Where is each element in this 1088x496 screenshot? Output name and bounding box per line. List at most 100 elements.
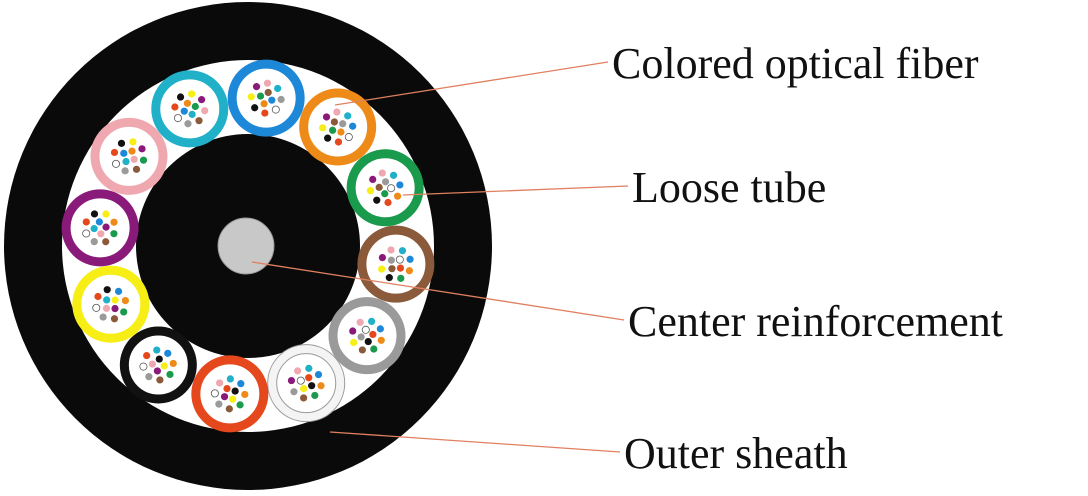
optical-fiber xyxy=(128,147,136,155)
optical-fiber xyxy=(358,346,366,354)
optical-fiber xyxy=(220,393,229,401)
optical-fiber xyxy=(300,384,308,393)
optical-fiber xyxy=(139,156,148,164)
optical-fiber xyxy=(344,133,353,142)
optical-fiber xyxy=(387,184,396,193)
optical-fiber xyxy=(97,230,105,238)
optical-fiber xyxy=(112,159,121,168)
optical-fiber xyxy=(130,155,138,163)
optical-fiber xyxy=(120,308,128,316)
optical-fiber xyxy=(405,267,413,275)
loose-tube xyxy=(267,344,345,422)
label-outer-sheath: Outer sheath xyxy=(624,429,848,478)
optical-fiber xyxy=(143,351,151,360)
optical-fiber xyxy=(378,169,386,177)
grey-tube xyxy=(328,297,406,375)
optical-fiber xyxy=(384,198,392,207)
optical-fiber xyxy=(110,230,118,238)
optical-fiber xyxy=(237,380,245,388)
tube-outline xyxy=(276,353,337,414)
optical-fiber xyxy=(344,112,352,120)
loose-tube xyxy=(61,189,139,267)
optical-fiber xyxy=(349,327,357,335)
optical-fiber xyxy=(210,389,219,398)
optical-fiber xyxy=(290,388,298,396)
optical-fiber xyxy=(201,107,209,115)
optical-fiber xyxy=(271,105,280,114)
loose-tube xyxy=(72,265,150,343)
optical-fiber xyxy=(406,255,414,263)
optical-fiber xyxy=(263,79,272,87)
optical-fiber xyxy=(389,171,398,179)
optical-fiber xyxy=(216,379,224,387)
optical-fiber xyxy=(252,83,261,91)
loose-tube xyxy=(119,326,197,404)
optical-fiber xyxy=(110,148,119,157)
optical-fiber xyxy=(256,92,265,100)
optical-fiber xyxy=(369,175,377,183)
optical-fiber xyxy=(191,102,199,111)
optical-fiber xyxy=(368,317,376,326)
optical-fiber xyxy=(333,108,341,116)
optical-fiber xyxy=(173,114,182,123)
optical-fiber xyxy=(155,355,163,363)
loose-tube xyxy=(90,117,168,195)
leader-line-center xyxy=(251,261,625,321)
label-colored-optical-fiber: Colored optical fiber xyxy=(612,39,979,88)
optical-fiber xyxy=(247,93,255,101)
tube-outline xyxy=(267,344,346,423)
optical-fiber xyxy=(111,304,119,313)
loose-tube xyxy=(299,88,377,166)
optical-fiber xyxy=(223,384,231,393)
red-tube xyxy=(191,355,269,433)
optical-fiber xyxy=(300,394,308,402)
optical-fiber xyxy=(373,196,381,204)
optical-fiber xyxy=(95,218,103,226)
yellow-tube xyxy=(72,265,150,343)
leader-lines xyxy=(251,61,629,453)
aqua-tube xyxy=(151,70,229,148)
optical-fiber xyxy=(370,345,378,353)
black-tube xyxy=(119,326,197,404)
label-center-reinforcement: Center reinforcement xyxy=(628,297,1004,346)
optical-fiber xyxy=(215,400,223,408)
optical-fiber xyxy=(287,376,296,385)
loose-tube xyxy=(346,149,424,227)
optical-fiber xyxy=(361,325,370,334)
optical-fiber xyxy=(176,93,185,101)
optical-fiber xyxy=(114,287,123,295)
optical-fiber xyxy=(337,128,345,136)
optical-fiber xyxy=(82,229,91,238)
green-tube xyxy=(346,149,424,227)
optical-fiber xyxy=(121,296,129,305)
loose-tube-ring xyxy=(61,59,435,433)
optical-fiber xyxy=(117,139,126,147)
optical-fiber xyxy=(381,178,390,186)
optical-fiber xyxy=(268,96,276,104)
optical-fiber xyxy=(195,117,203,125)
optical-fiber xyxy=(294,367,302,375)
optical-fiber xyxy=(241,390,249,399)
optical-fiber xyxy=(90,210,99,218)
optical-fiber xyxy=(349,122,357,130)
optical-fiber xyxy=(138,145,146,153)
optical-fiber xyxy=(111,296,119,304)
optical-fiber xyxy=(324,134,332,142)
optical-fiber xyxy=(102,223,110,231)
optical-fiber xyxy=(153,367,161,375)
optical-fiber xyxy=(366,187,375,195)
optical-fiber xyxy=(261,109,269,117)
optical-fiber xyxy=(102,304,111,312)
optical-fiber xyxy=(387,246,395,254)
optical-fiber xyxy=(260,100,268,108)
optical-fiber xyxy=(92,303,101,312)
optical-fiber xyxy=(139,362,148,371)
orange-tube xyxy=(299,88,377,166)
optical-fiber xyxy=(317,382,325,390)
optical-fiber xyxy=(357,333,365,341)
loose-tube xyxy=(227,59,305,137)
optical-fiber xyxy=(330,118,339,126)
optical-fiber xyxy=(145,373,153,381)
optical-fiber xyxy=(277,95,285,104)
